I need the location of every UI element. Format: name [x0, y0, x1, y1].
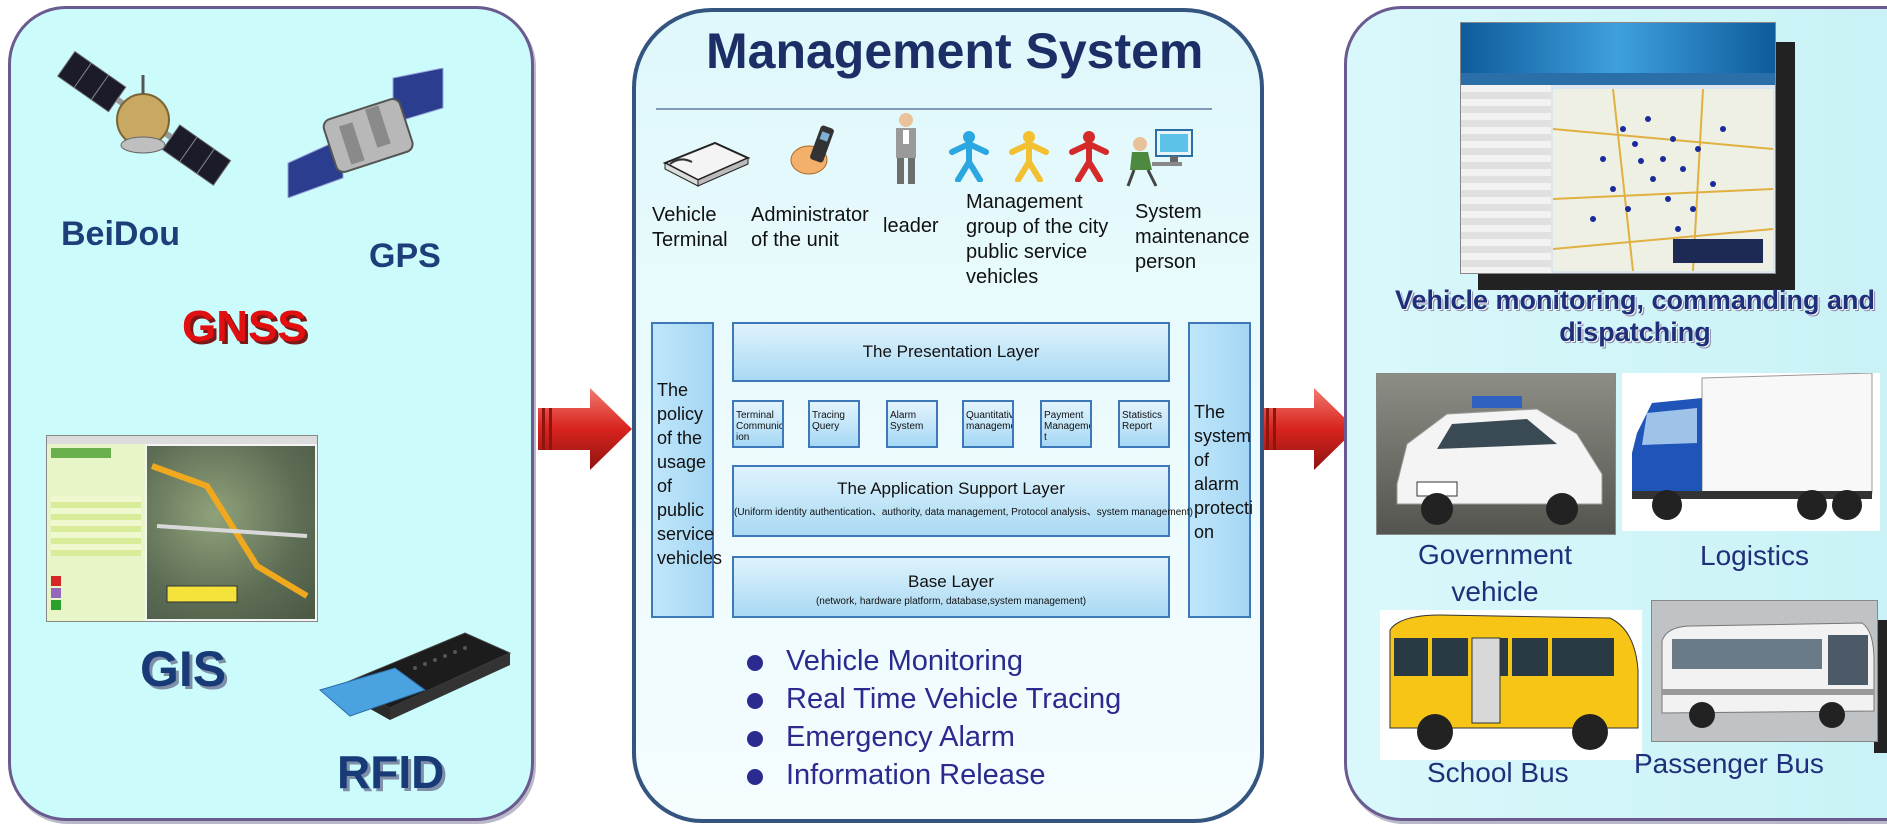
passenger-bus-photo [1651, 600, 1878, 742]
leader-icon [896, 113, 916, 184]
gps-satellite-icon [287, 68, 444, 198]
module-statistics-report: Statistics Report [1118, 400, 1170, 448]
government-vehicle-caption: Government vehicle [1417, 539, 1573, 607]
divider [656, 108, 1212, 110]
gis-software-screenshot [46, 435, 318, 622]
module-terminal-communication: Terminal Communicat ion [732, 400, 784, 448]
gnss-label: GNSS [182, 302, 307, 351]
module-alarm-system: Alarm System [886, 400, 938, 448]
feature-item: Vehicle Monitoring [786, 645, 1023, 677]
arrow-right-icon [538, 388, 632, 470]
person-blue-icon [949, 131, 989, 182]
person-red-icon [1069, 131, 1109, 182]
bullet-icon [747, 769, 763, 785]
gps-label: GPS [369, 237, 441, 275]
arrow-right-icon [1262, 388, 1356, 470]
school-bus-caption: School Bus [1427, 757, 1569, 788]
beidou-satellite-icon [57, 50, 232, 186]
maintenance-person-computer-icon [1126, 129, 1193, 187]
feature-item: Information Release [786, 759, 1046, 791]
page-title: Management System [706, 23, 1204, 79]
passenger-bus-caption: Passenger Bus [1634, 748, 1824, 779]
presentation-layer: The Presentation Layer [732, 322, 1170, 382]
gis-label: GIS [140, 641, 227, 697]
role-leader: leader [883, 215, 939, 237]
rfid-reader-icon [318, 632, 512, 720]
monitoring-caption: Vehicle monitoring, commanding and dispa… [1394, 285, 1876, 347]
vehicle-terminal-icon [662, 141, 751, 187]
bullet-icon [747, 731, 763, 747]
application-support-layer: The Application Support Layer (Uniform i… [732, 465, 1193, 537]
bullet-icon [747, 693, 763, 709]
module-payment-management: Payment Managemen t [1040, 400, 1092, 448]
rfid-label: RFID [337, 746, 445, 798]
base-layer: Base Layer (network, hardware platform, … [732, 556, 1170, 618]
monitoring-system-screenshot [1460, 22, 1776, 274]
module-tracing-query: Tracing Query [808, 400, 860, 448]
government-vehicle-photo [1376, 373, 1616, 535]
module-quantitative-management: Quantitative management [962, 400, 1014, 448]
school-bus-photo [1380, 610, 1642, 760]
bullet-icon [747, 655, 763, 671]
administrator-phone-icon [790, 125, 834, 175]
feature-item: Emergency Alarm [786, 721, 1015, 753]
beidou-label: BeiDou [61, 215, 180, 253]
person-yellow-icon [1009, 131, 1049, 182]
logistics-caption: Logistics [1700, 540, 1809, 571]
feature-item: Real Time Vehicle Tracing [786, 683, 1122, 715]
logistics-truck-photo [1622, 372, 1880, 531]
vehicle-map-icon [1553, 89, 1773, 271]
